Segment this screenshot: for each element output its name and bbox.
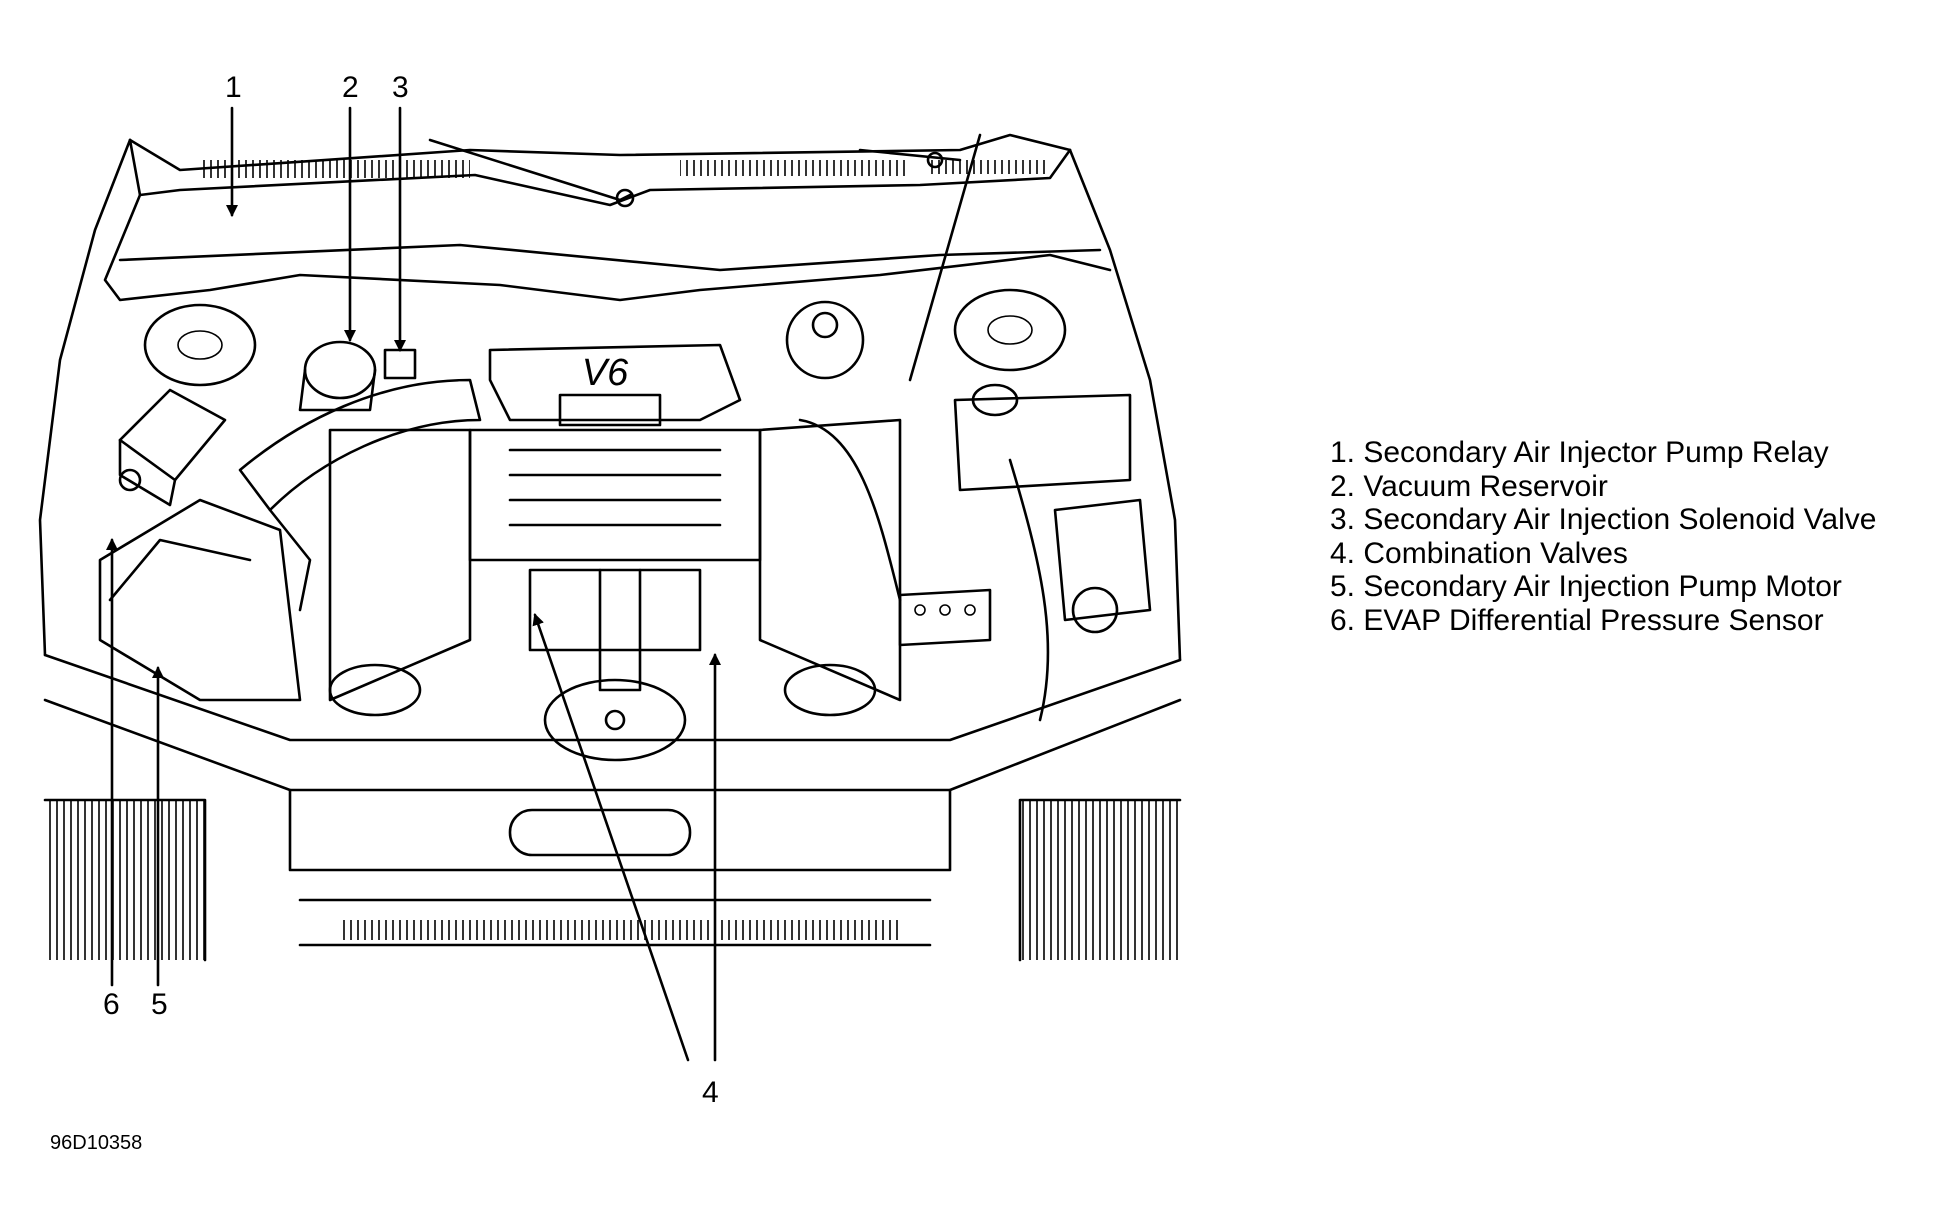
air-intake-duct xyxy=(238,378,482,612)
body-outline xyxy=(38,138,1182,792)
hoses xyxy=(798,133,1050,722)
legend-item: 1. Secondary Air Injector Pump Relay xyxy=(1330,436,1829,469)
legend-item: 4. Combination Valves xyxy=(1330,536,1628,570)
air-pump-housing xyxy=(98,498,302,702)
legend-item: 6. EVAP Differential Pressure Sensor xyxy=(1330,603,1824,637)
parts-legend: 1. Secondary Air Injector Pump Relay 2. … xyxy=(1330,436,1876,637)
pump-relay-shape xyxy=(118,388,227,507)
callout-4: 4 xyxy=(702,1076,719,1109)
callout-3: 3 xyxy=(392,71,409,104)
callout-1: 1 xyxy=(225,71,242,104)
legend-item: 5. Secondary Air Injection Pump Motor xyxy=(1330,570,1842,603)
solenoid-valve-shape xyxy=(383,348,417,380)
legend-item: 3. Secondary Air Injection Solenoid Valv… xyxy=(1330,503,1877,536)
callout-5: 5 xyxy=(151,988,168,1021)
callout-2: 2 xyxy=(342,71,359,104)
engine-badge: V6 xyxy=(582,352,629,394)
v6-engine: V6 xyxy=(328,343,902,762)
reservoirs xyxy=(785,300,1152,647)
leader-lines xyxy=(106,106,721,1062)
hood-cowl xyxy=(128,133,1072,208)
legend-item: 2. Vacuum Reservoir xyxy=(1330,469,1608,503)
strut-towers xyxy=(143,288,1067,387)
figure-id: 96D10358 xyxy=(50,1132,143,1154)
callout-6: 6 xyxy=(103,988,120,1021)
radiator-support xyxy=(43,788,1182,962)
